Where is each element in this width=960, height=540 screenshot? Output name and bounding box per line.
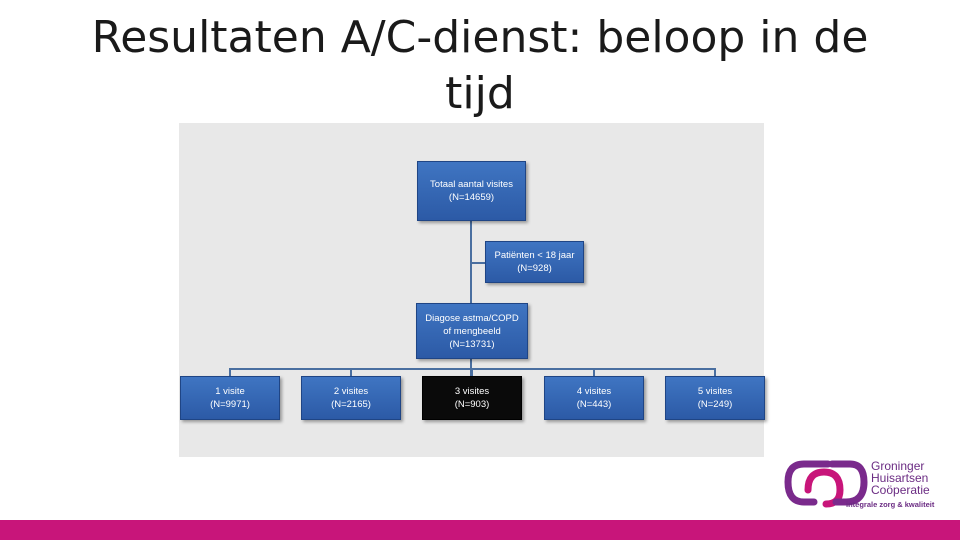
node-visits-4-label: 4 visites	[576, 386, 612, 397]
flowchart-panel: Totaal aantal visites (N=14659) Patiënte…	[179, 123, 765, 457]
node-visits-1-count: (N=9971)	[210, 399, 250, 410]
node-excluded-count: (N=928)	[517, 263, 552, 274]
node-asthma-copd: Diagose astma/COPD of mengbeeld (N=13731…	[416, 303, 528, 359]
node-visits-1-label: 1 visite	[215, 386, 245, 397]
connector-leaf-1	[229, 368, 231, 376]
logo-line-1: Groninger	[871, 459, 925, 473]
node-visits-5: 5 visites (N=249)	[665, 376, 765, 420]
logo-wordmark: Groninger Huisartsen Coöperatie	[871, 460, 930, 496]
ghc-logo-icon	[784, 460, 868, 508]
logo-line-3: Coöperatie	[871, 483, 930, 497]
node-visits-5-count: (N=249)	[697, 399, 733, 410]
node-total-visits-label: Totaal aantal visites	[430, 179, 513, 190]
node-excluded-under-18: Patiënten < 18 jaar (N=928)	[485, 241, 584, 283]
node-total-visits: Totaal aantal visites (N=14659)	[417, 161, 526, 221]
node-asthma-copd-label-2: of mengbeeld	[443, 325, 501, 337]
connector-leaf-5	[714, 368, 716, 376]
node-visits-4: 4 visites (N=443)	[544, 376, 644, 420]
connector-leaf-3	[471, 368, 473, 376]
node-visits-3: 3 visites (N=903)	[422, 376, 522, 420]
node-visits-4-count: (N=443)	[576, 399, 612, 410]
node-visits-3-count: (N=903)	[454, 399, 490, 410]
node-visits-2-count: (N=2165)	[331, 399, 371, 410]
connector-leaf-2	[350, 368, 352, 376]
node-visits-1: 1 visite (N=9971)	[180, 376, 280, 420]
node-visits-5-label: 5 visites	[697, 386, 733, 397]
node-asthma-copd-label-1: Diagose astma/COPD	[425, 312, 519, 324]
node-asthma-copd-count: (N=13731)	[449, 338, 495, 350]
logo-line-2: Huisartsen	[871, 471, 929, 485]
connector-leaf-4	[593, 368, 595, 376]
footer-bar	[0, 520, 960, 540]
node-excluded-label: Patiënten < 18 jaar	[494, 250, 575, 261]
node-total-visits-count: (N=14659)	[448, 192, 495, 203]
connector-excluded-branch	[470, 262, 485, 264]
node-visits-2-label: 2 visites	[333, 386, 369, 397]
slide-title: Resultaten A/C-dienst: beloop in de tijd	[91, 12, 869, 119]
logo-tagline: integrale zorg & kwaliteit	[846, 500, 935, 509]
node-visits-2: 2 visites (N=2165)	[301, 376, 401, 420]
node-visits-3-label: 3 visites	[454, 386, 490, 397]
